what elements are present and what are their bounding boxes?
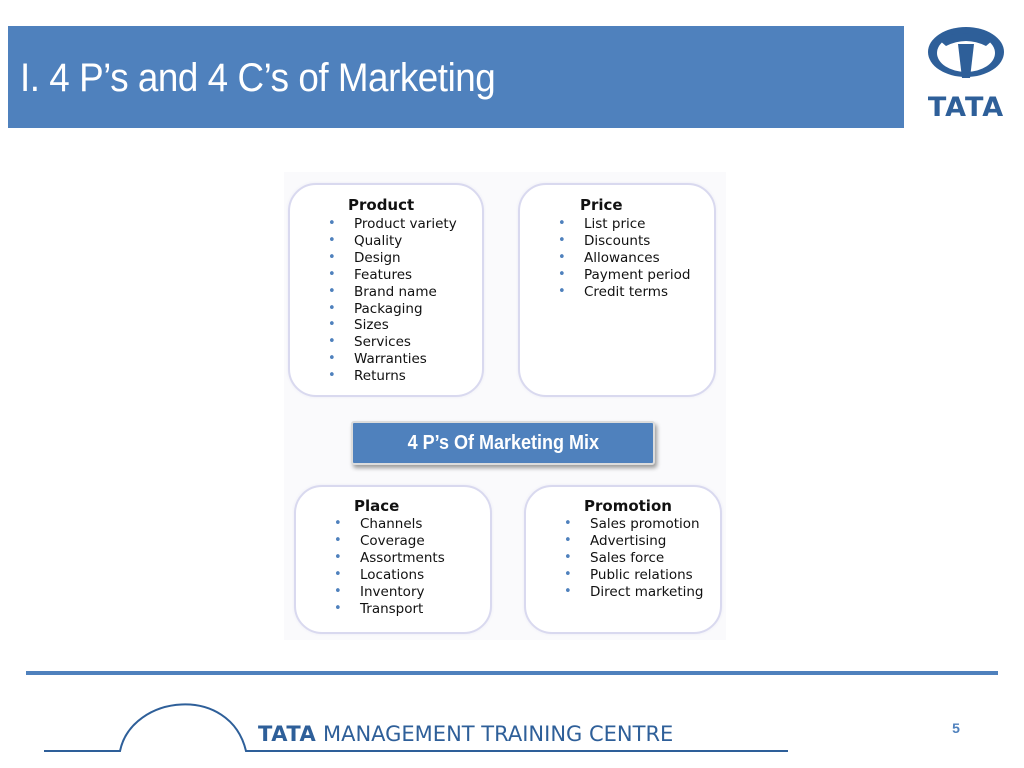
- list-item: •Brand name: [328, 283, 437, 300]
- list-item: •Quality: [328, 232, 403, 249]
- bullet-icon: •: [328, 249, 336, 265]
- bullet-icon: •: [334, 549, 342, 565]
- list-item: •Allowances: [558, 249, 660, 266]
- marketing-mix-text: 4 P’s Of Marketing Mix: [407, 431, 599, 454]
- quadrant-heading: Place: [354, 497, 400, 515]
- quadrant-list: •Channels •Coverage •Assortments •Locati…: [334, 516, 445, 617]
- list-item: •Sales force: [564, 549, 665, 566]
- list-item: •List price: [558, 216, 646, 232]
- list-item: •Design: [328, 249, 401, 266]
- quadrant-heading: Product: [348, 196, 415, 214]
- bullet-icon: •: [558, 283, 566, 299]
- bullet-icon: •: [558, 249, 566, 265]
- bullet-icon: •: [328, 216, 336, 231]
- bullet-icon: •: [328, 368, 336, 384]
- title-bar: I. 4 P’s and 4 C’s of Marketing: [8, 26, 904, 128]
- tata-logo-icon: [928, 27, 1004, 78]
- list-item: •Services: [328, 334, 411, 351]
- tata-logo: TATA: [912, 24, 1020, 123]
- footer-divider: [26, 671, 998, 675]
- list-item: •Credit terms: [558, 283, 668, 300]
- list-item: •Discounts: [558, 232, 651, 249]
- list-item: •Product variety: [328, 216, 457, 232]
- bullet-icon: •: [328, 334, 336, 350]
- list-item: •Sizes: [328, 317, 389, 334]
- quadrant-product: Product •Product variety •Quality •Desig…: [288, 183, 484, 397]
- list-item: •Direct marketing: [564, 583, 704, 600]
- footer-title: TATA MANAGEMENT TRAINING CENTRE: [258, 722, 673, 746]
- list-item: •Inventory: [334, 583, 425, 600]
- bullet-icon: •: [334, 600, 342, 616]
- bullet-icon: •: [564, 549, 572, 565]
- quadrant-heading: Price: [580, 196, 623, 214]
- bullet-icon: •: [564, 566, 572, 582]
- bullet-icon: •: [334, 566, 342, 582]
- list-item: •Payment period: [558, 266, 691, 283]
- marketing-mix-label: 4 P’s Of Marketing Mix: [351, 421, 655, 465]
- list-item: •Coverage: [334, 532, 425, 549]
- list-item: •Advertising: [564, 532, 667, 549]
- footer-brand: TATA: [258, 722, 317, 746]
- list-item: •Channels: [334, 516, 423, 532]
- bullet-icon: •: [328, 266, 336, 282]
- footer-text: MANAGEMENT TRAINING CENTRE: [322, 722, 674, 746]
- quadrant-list: •Sales promotion •Advertising •Sales for…: [564, 516, 704, 601]
- logo-wordmark: TATA: [927, 92, 1005, 123]
- bullet-icon: •: [558, 266, 566, 282]
- quadrant-promotion: Promotion •Sales promotion •Advertising …: [524, 485, 722, 634]
- list-item: •Locations: [334, 566, 425, 583]
- bullet-icon: •: [328, 283, 336, 299]
- list-item: •Transport: [334, 600, 424, 617]
- list-item: •Assortments: [334, 549, 445, 566]
- list-item: •Packaging: [328, 300, 423, 317]
- list-item: •Sales promotion: [564, 516, 700, 532]
- bullet-icon: •: [328, 351, 336, 367]
- bullet-icon: •: [564, 516, 572, 531]
- bullet-icon: •: [328, 232, 336, 248]
- bullet-icon: •: [328, 300, 336, 316]
- list-item: •Returns: [328, 368, 406, 385]
- bullet-icon: •: [328, 317, 336, 333]
- bullet-icon: •: [564, 583, 572, 599]
- list-item: •Warranties: [328, 351, 427, 368]
- page-number: 5: [952, 720, 960, 736]
- bullet-icon: •: [334, 532, 342, 548]
- bullet-icon: •: [334, 583, 342, 599]
- bullet-icon: •: [558, 216, 566, 231]
- quadrant-heading: Promotion: [584, 497, 672, 515]
- bullet-icon: •: [564, 532, 572, 548]
- bullet-icon: •: [558, 232, 566, 248]
- quadrant-list: •List price •Discounts •Allowances •Paym…: [558, 216, 690, 301]
- list-item: •Features: [328, 266, 413, 283]
- slide-title: I. 4 P’s and 4 C’s of Marketing: [20, 56, 496, 100]
- quadrant-list: •Product variety •Quality •Design •Featu…: [328, 216, 457, 385]
- quadrant-price: Price •List price •Discounts •Allowances…: [518, 183, 716, 397]
- footer-arc-icon: [44, 703, 788, 752]
- quadrant-place: Place •Channels •Coverage •Assortments •…: [294, 485, 492, 634]
- list-item: •Public relations: [564, 566, 693, 583]
- bullet-icon: •: [334, 516, 342, 531]
